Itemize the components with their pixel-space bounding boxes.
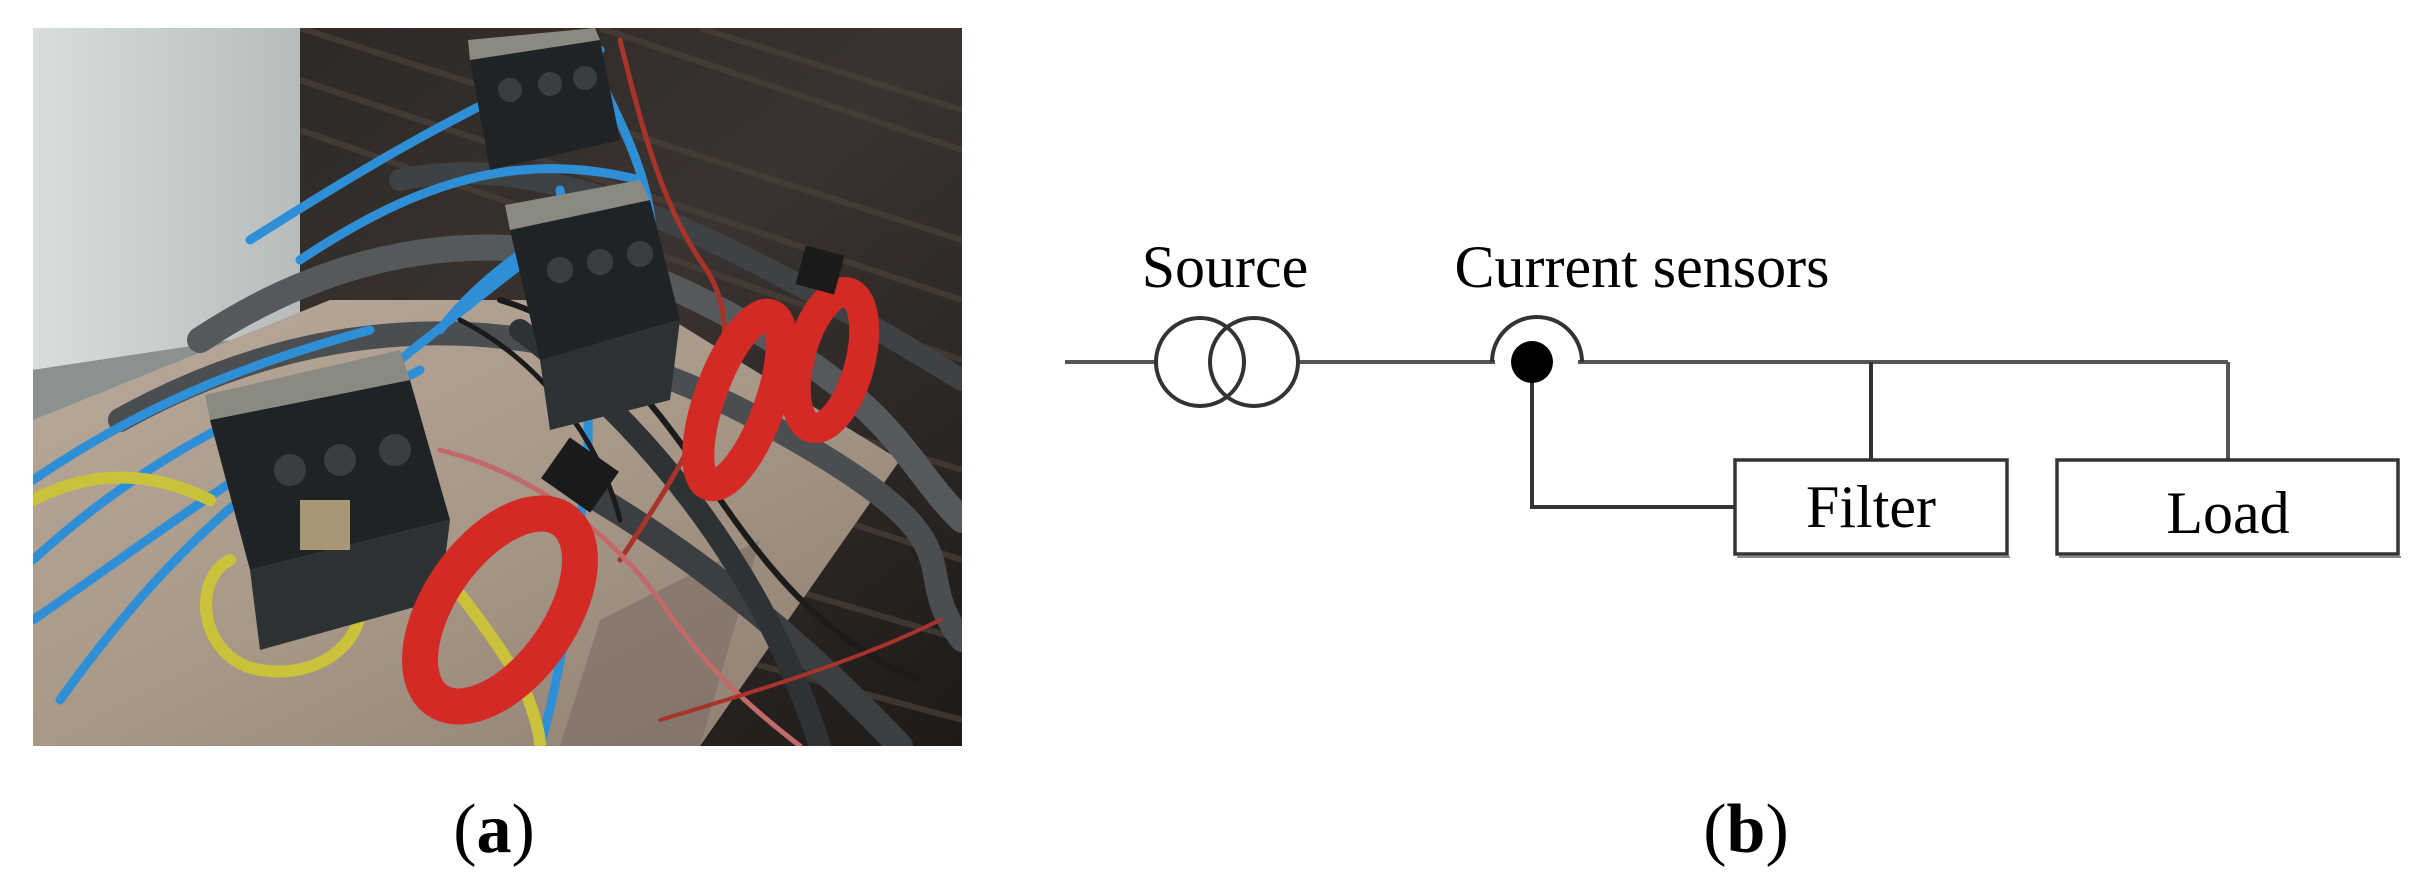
source-label: Source xyxy=(1142,234,1309,300)
load-label: Load xyxy=(2166,480,2289,546)
panel-b: Filter Load Source Current sensors (b) xyxy=(1065,234,2401,868)
filter-label: Filter xyxy=(1806,474,1936,540)
filter-box: Filter xyxy=(1733,458,2010,558)
current-clamp-1 xyxy=(205,350,450,650)
panel-b-caption: (b) xyxy=(1703,791,1789,868)
flexible-probes xyxy=(402,276,880,725)
panel-a-caption: (a) xyxy=(453,791,535,868)
current-clamp-2 xyxy=(505,180,680,430)
site-photo xyxy=(33,28,962,746)
sensor-to-filter-wire xyxy=(1530,375,1735,509)
current-sensors-label: Current sensors xyxy=(1455,234,1830,300)
current-sensor-icon xyxy=(1490,315,1584,383)
panel-a: (a) xyxy=(33,28,962,868)
current-clamp-3 xyxy=(468,28,620,170)
load-box: Load xyxy=(2055,458,2401,558)
source-symbol-icon xyxy=(1154,316,1300,408)
